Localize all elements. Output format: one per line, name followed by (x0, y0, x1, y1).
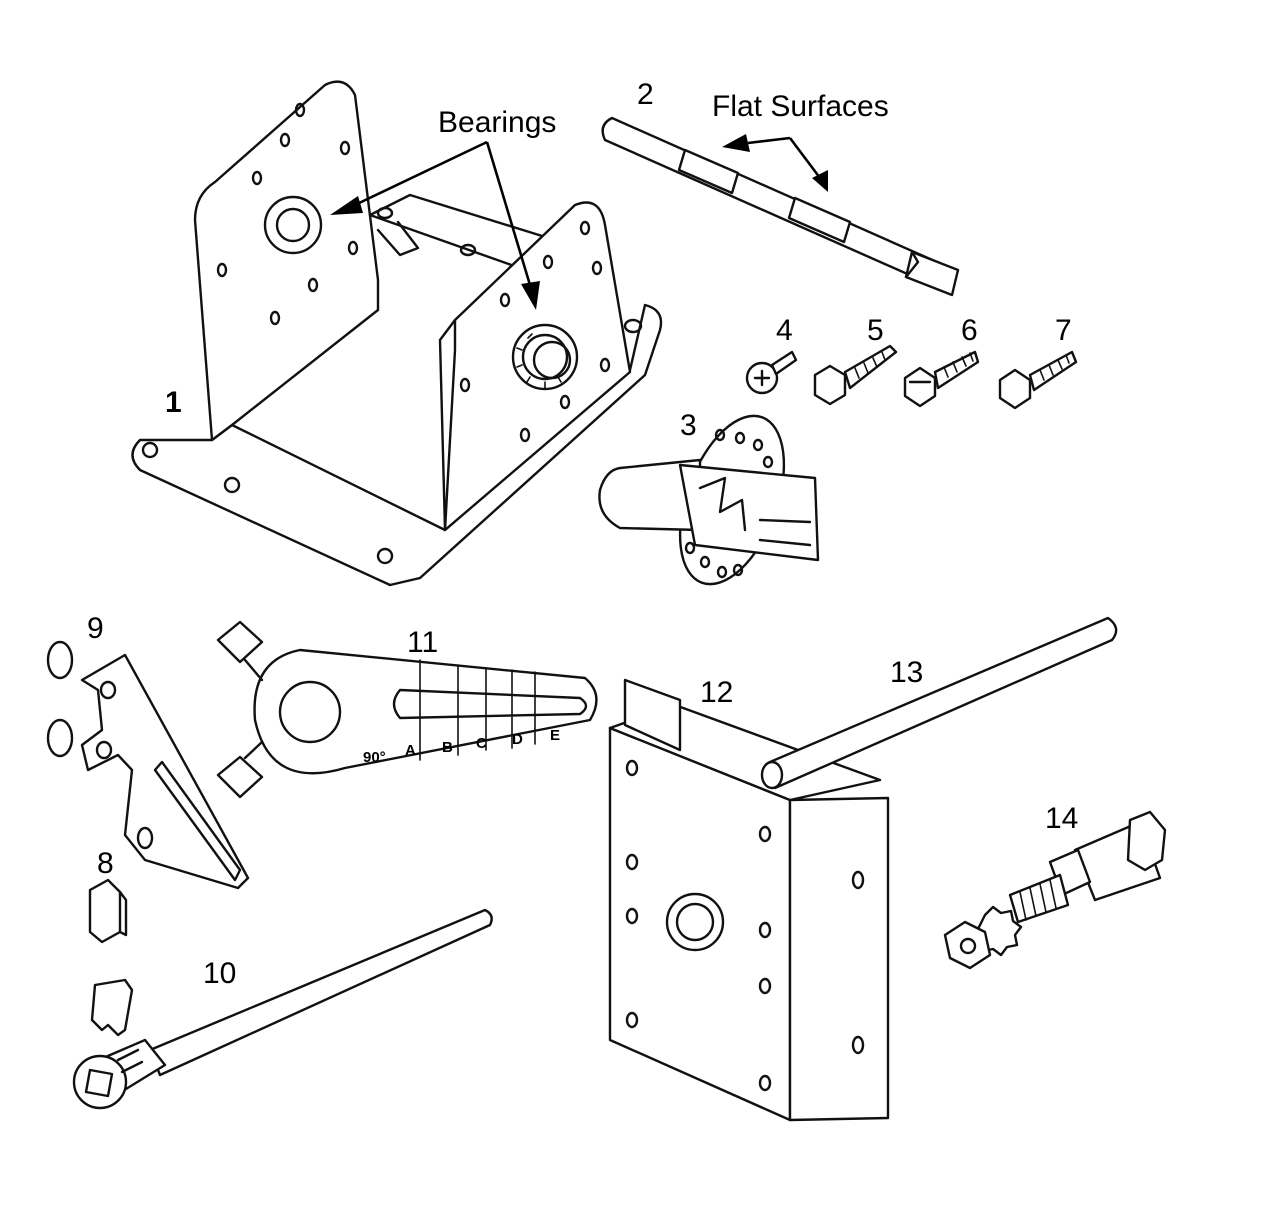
bearings-label: Bearings (438, 106, 556, 139)
part-1-main-bracket (131, 80, 663, 587)
part-number-10: 10 (203, 957, 236, 990)
part-number-7: 7 (1055, 314, 1072, 347)
flat-surfaces-label: Flat Surfaces (712, 90, 889, 123)
arm-slot-label-a: A (405, 742, 416, 759)
part-6-screw (903, 350, 980, 408)
part-number-9: 9 (87, 612, 104, 645)
part-12-mounting-plate (608, 678, 890, 1122)
part-14-bolt-assembly (943, 810, 1167, 970)
part-number-11: 11 (407, 626, 438, 659)
arm-slot-label-e: E (550, 727, 560, 744)
bearings-arrows (330, 140, 540, 310)
part-2-drive-shaft (601, 116, 960, 297)
arm-slot-label-90: 90° (363, 749, 386, 766)
arm-slot-label-b: B (442, 739, 453, 756)
part-number-14: 14 (1045, 802, 1078, 835)
part-number-4: 4 (776, 314, 793, 347)
part-number-5: 5 (867, 314, 884, 347)
flat-surfaces-arrows (722, 134, 828, 192)
part-7-screw (998, 350, 1078, 410)
part-number-1: 1 (165, 386, 182, 419)
part-13-rod (760, 616, 1118, 790)
part-number-13: 13 (890, 656, 923, 689)
part-3-coupler-disk (598, 414, 820, 586)
arm-slot-label-c: C (476, 735, 487, 752)
part-11-adjustment-arm (216, 620, 598, 799)
part-9-angle-bracket (46, 640, 250, 890)
arm-slot-label-d: D (512, 731, 523, 748)
part-number-12: 12 (700, 676, 733, 709)
part-number-6: 6 (961, 314, 978, 347)
part-8-flange-nut (88, 878, 128, 944)
part-5-screw (813, 344, 898, 406)
part-4-screw (745, 350, 798, 395)
part-number-8: 8 (97, 847, 114, 880)
part-number-3: 3 (680, 409, 697, 442)
part-10-shaft-with-clip (72, 908, 493, 1110)
part-number-2: 2 (637, 78, 654, 111)
